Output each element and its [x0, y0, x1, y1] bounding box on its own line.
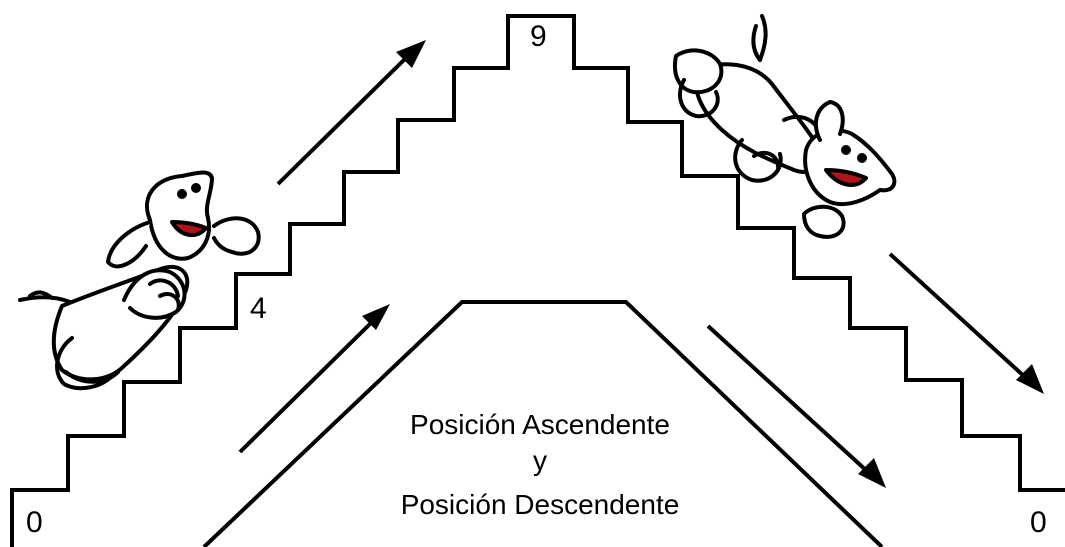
caption-line-3: Posición Descendente: [400, 489, 680, 520]
step-label-top: 9: [530, 20, 547, 53]
arrow-down-lower: [706, 324, 886, 488]
arrow-up-lower: [238, 304, 390, 454]
step-label-start: 0: [26, 506, 43, 539]
caption-line-1: Posición Ascendente: [410, 409, 670, 440]
staircase-outline: [10, 14, 1065, 547]
dog-going-down-icon: [673, 14, 897, 239]
arrow-down-upper: [888, 252, 1044, 394]
position-trapezoid: [202, 300, 884, 547]
dog-climbing-up-icon: [18, 170, 261, 391]
step-label-middle: 4: [250, 292, 267, 325]
caption-line-2: y: [533, 445, 547, 476]
step-label-end: 0: [1030, 506, 1047, 539]
arrow-up-upper: [276, 40, 426, 186]
